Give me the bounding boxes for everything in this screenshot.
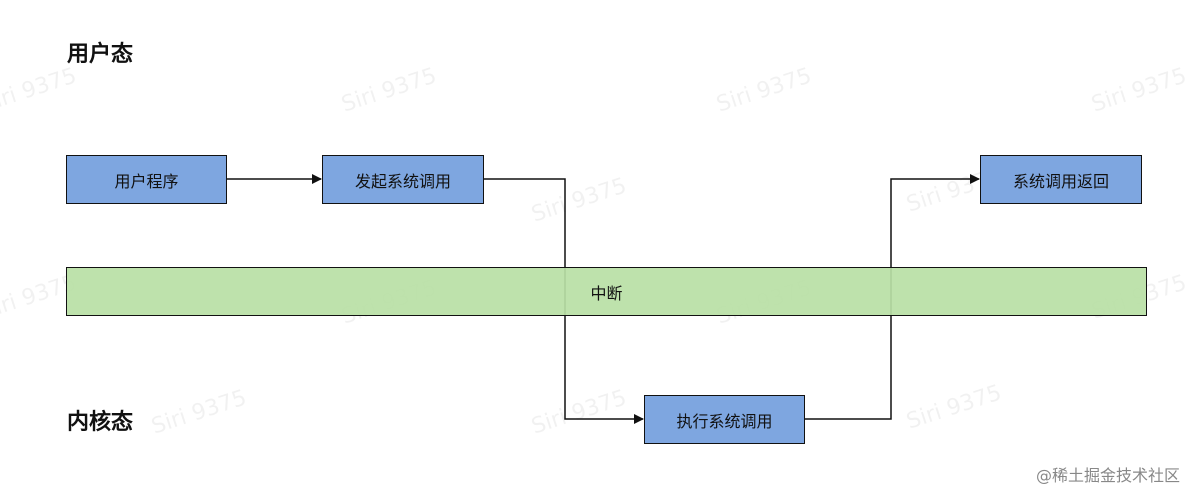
syscall-return-node: 系统调用返回	[980, 155, 1142, 204]
interrupt-label: 中断	[590, 283, 623, 303]
execute-syscall-node: 执行系统调用	[644, 395, 805, 444]
initiate-syscall-label: 发起系统调用	[354, 171, 451, 191]
kernel-mode-label: 内核态	[67, 410, 134, 435]
syscall-return-label: 系统调用返回	[1012, 171, 1109, 191]
interrupt-band: 中断	[66, 267, 1147, 316]
user-program-label: 用户程序	[114, 171, 179, 191]
source-credit: @稀土掘金技术社区	[1035, 466, 1180, 485]
user-mode-label: 用户态	[67, 42, 134, 67]
initiate-syscall-node: 发起系统调用	[322, 155, 484, 204]
execute-syscall-label: 执行系统调用	[676, 411, 773, 431]
user-program-node: 用户程序	[66, 155, 227, 204]
